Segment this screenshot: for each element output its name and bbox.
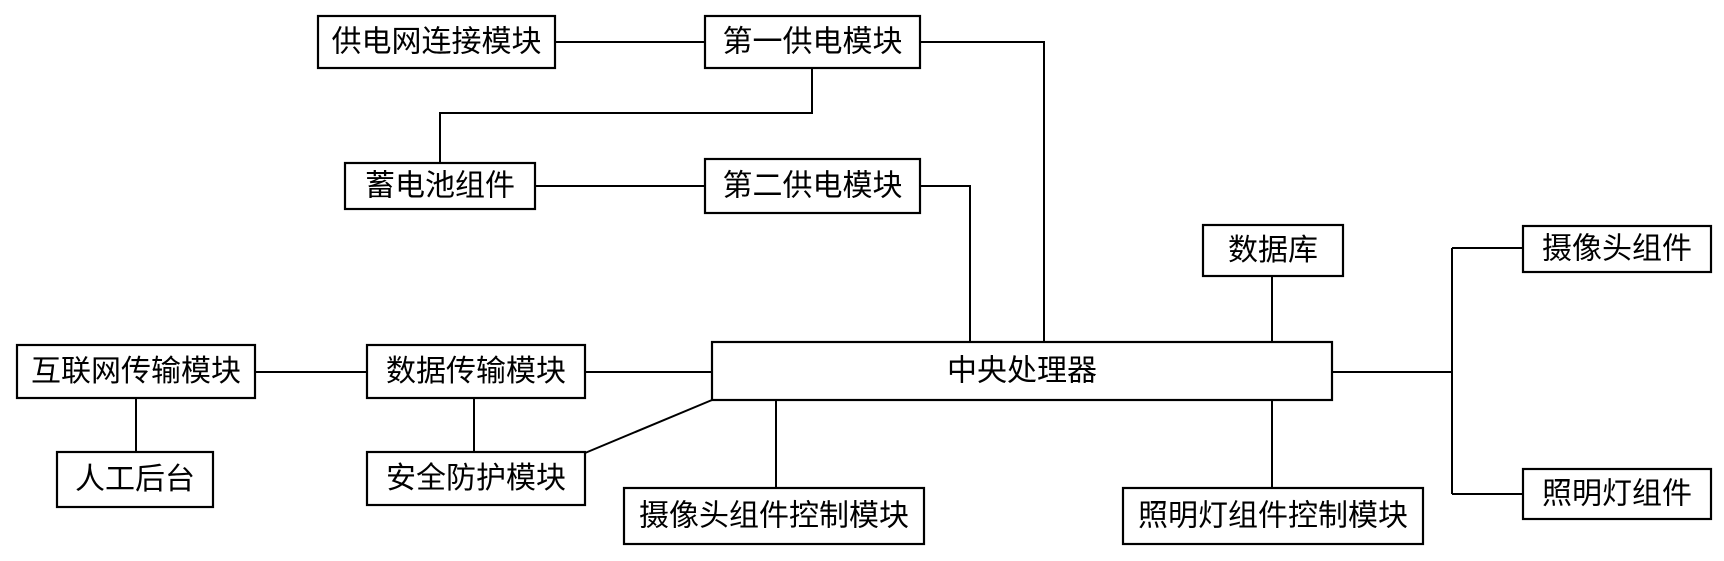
node-label: 蓄电池组件 (365, 169, 515, 204)
node-database: 数据库 (1201, 223, 1345, 278)
connector-power2-cpu (920, 185, 971, 342)
node-data-tx: 数据传输模块 (365, 343, 587, 400)
connector-security-cpu (584, 399, 713, 454)
node-label: 照明灯组件 (1542, 477, 1692, 512)
node-label: 照明灯组件控制模块 (1138, 499, 1408, 534)
node-camera-unit: 摄像头组件 (1521, 224, 1713, 274)
node-power2: 第二供电模块 (703, 157, 922, 215)
node-light-unit: 照明灯组件 (1521, 467, 1713, 521)
node-label: 第一供电模块 (723, 25, 903, 60)
node-cpu: 中央处理器 (710, 340, 1334, 402)
node-label: 互联网传输模块 (31, 354, 241, 389)
node-security: 安全防护模块 (365, 450, 587, 507)
node-power-grid: 供电网连接模块 (316, 14, 557, 70)
node-power1: 第一供电模块 (703, 14, 922, 70)
node-label: 摄像头组件 (1542, 232, 1692, 267)
node-camera-ctrl: 摄像头组件控制模块 (622, 486, 926, 546)
node-label: 数据传输模块 (386, 354, 566, 389)
node-label: 摄像头组件控制模块 (639, 499, 909, 534)
connector-power1-cpu (920, 41, 1045, 342)
connector-power1-battery (439, 68, 813, 163)
node-light-ctrl: 照明灯组件控制模块 (1121, 486, 1425, 546)
connectors (135, 41, 1523, 495)
node-label: 人工后台 (75, 462, 195, 497)
node-label: 供电网连接模块 (332, 25, 542, 60)
node-internet: 互联网传输模块 (15, 343, 257, 400)
node-label: 数据库 (1228, 233, 1318, 268)
node-label: 第二供电模块 (723, 169, 903, 204)
node-backend: 人工后台 (55, 450, 215, 509)
node-label: 安全防护模块 (386, 461, 566, 496)
node-label: 中央处理器 (947, 354, 1097, 389)
node-battery: 蓄电池组件 (343, 161, 537, 211)
